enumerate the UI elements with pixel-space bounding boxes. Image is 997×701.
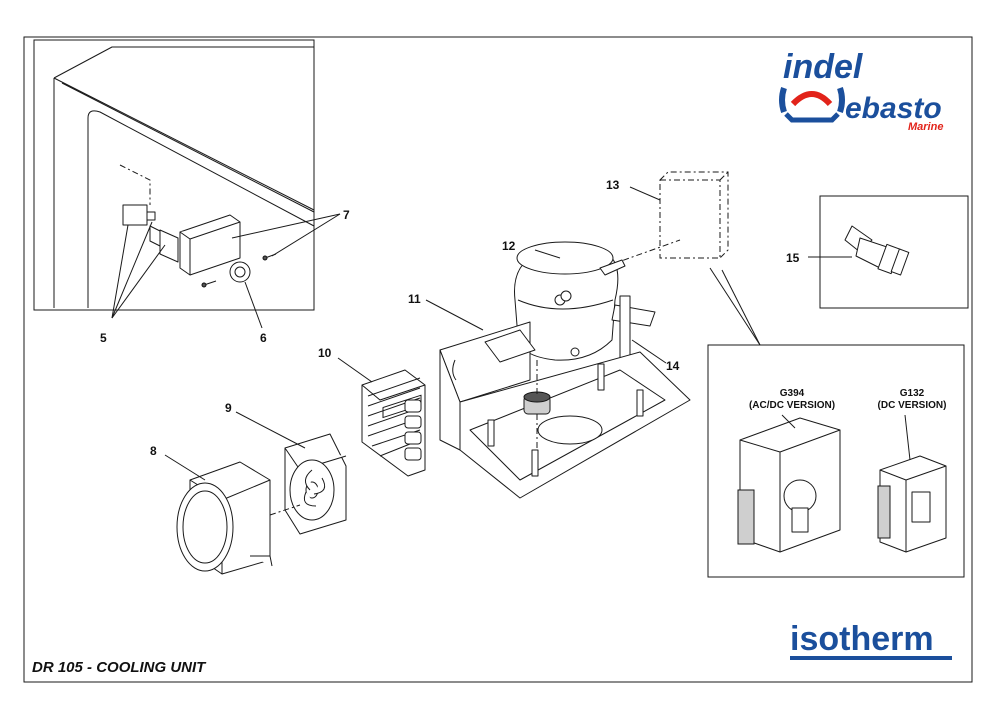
thermostat — [149, 214, 241, 276]
callout-7: 7 — [343, 208, 350, 222]
callout-10: 10 — [318, 346, 332, 360]
brand-indel: indel — [783, 48, 864, 86]
compressor — [514, 241, 656, 361]
callout-9: 9 — [225, 401, 232, 415]
thermostat-knob — [229, 261, 251, 283]
inset-thermostat-panel — [33, 39, 315, 311]
module-g394-code: G394 — [780, 388, 805, 399]
thermostat-bracket — [122, 204, 148, 226]
base-plate — [425, 299, 691, 499]
brand-isotherm: isotherm — [790, 620, 934, 658]
callout-11: 11 — [408, 292, 421, 306]
condenser — [337, 357, 426, 477]
module-g132 — [877, 455, 947, 553]
callout-5: 5 — [100, 331, 107, 345]
page-title: DR 105 - COOLING UNIT — [32, 659, 207, 676]
callout-15: 15 — [786, 251, 800, 265]
inset-modules-panel — [707, 267, 965, 578]
outer-frame — [23, 36, 973, 683]
webasto-w-icon — [779, 87, 845, 123]
rubber-grommet — [523, 391, 551, 415]
air-duct — [164, 454, 301, 575]
fan — [235, 411, 347, 535]
callout-8: 8 — [150, 444, 157, 458]
module-g132-code: G132 — [900, 388, 925, 399]
electronic-unit-13 — [609, 171, 729, 266]
module-g394-version: (AC/DC VERSION) — [749, 400, 835, 411]
callout-13: 13 — [606, 178, 620, 192]
inset-fitting-panel — [808, 195, 969, 309]
callout-14: 14 — [666, 359, 680, 373]
fitting-15 — [844, 225, 910, 276]
indel-webasto-logo: indel ebasto Marine — [779, 48, 943, 133]
module-g394 — [737, 417, 841, 553]
module-g132-version: (DC VERSION) — [878, 400, 947, 411]
callout-6: 6 — [260, 331, 267, 345]
brand-marine: Marine — [908, 121, 943, 133]
callout-12: 12 — [502, 239, 516, 253]
isotherm-logo: isotherm — [790, 620, 952, 660]
brand-webasto: ebasto — [845, 92, 942, 125]
isotherm-underline-icon — [790, 656, 952, 660]
